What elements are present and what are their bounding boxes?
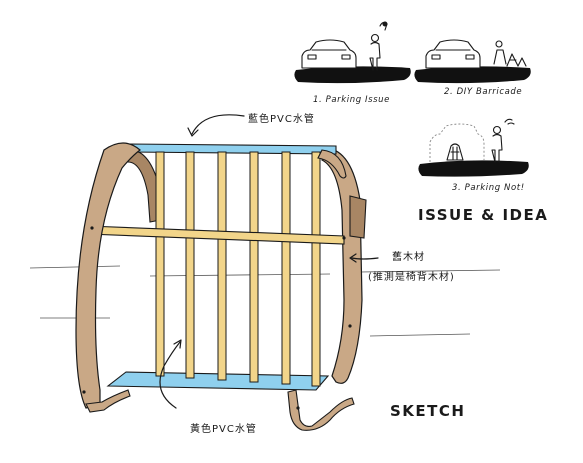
barricade-sketch	[75, 142, 367, 431]
arrow-blue-pvc	[187, 114, 245, 137]
label-yellow-pvc: 黃色PVC水管	[190, 422, 257, 435]
wood-base-left	[85, 389, 131, 413]
panel-parking-not: 3. Parking Not!	[418, 118, 529, 193]
arrow-yellow-pvc	[159, 339, 182, 409]
car-icon	[301, 39, 357, 69]
yellow-pvc-bars	[155, 151, 321, 387]
barricade-icon	[446, 143, 464, 161]
car-icon	[425, 39, 481, 69]
person-icon	[369, 21, 388, 71]
bolt-icons	[82, 226, 352, 410]
label-blue-pvc: 藍色PVC水管	[248, 112, 315, 125]
panel-parking-issue: 1. Parking Issue	[294, 21, 411, 105]
barricade-icon	[493, 40, 527, 67]
ghost-car-icon	[429, 123, 485, 162]
wood-side-back-tab	[349, 195, 367, 239]
wood-leg-right	[287, 389, 355, 431]
person-icon	[491, 118, 515, 163]
wood-side-back	[321, 147, 363, 384]
road-strip	[418, 160, 529, 177]
wood-side-front-left	[75, 142, 141, 409]
issue-idea-heading: ISSUE & IDEA	[418, 206, 548, 224]
ground-lines	[29, 265, 501, 337]
label-old-wood-line1: 舊木材	[392, 250, 425, 263]
panel-caption: 3. Parking Not!	[452, 183, 525, 193]
road-strip	[414, 66, 531, 84]
yellow-pvc-crossbar	[87, 225, 345, 245]
panel-diy-barricade: 2. DIY Barricade	[414, 39, 531, 97]
arrow-old-wood	[349, 253, 379, 263]
wood-side-left-back	[127, 149, 161, 223]
wood-side-front-right	[317, 149, 347, 179]
panel-caption: 2. DIY Barricade	[444, 87, 522, 97]
panel-caption: 1. Parking Issue	[313, 95, 390, 105]
road-strip	[294, 66, 411, 84]
sketch-heading: SKETCH	[390, 402, 465, 420]
label-old-wood-line2: (推測是椅背木材)	[368, 270, 455, 283]
